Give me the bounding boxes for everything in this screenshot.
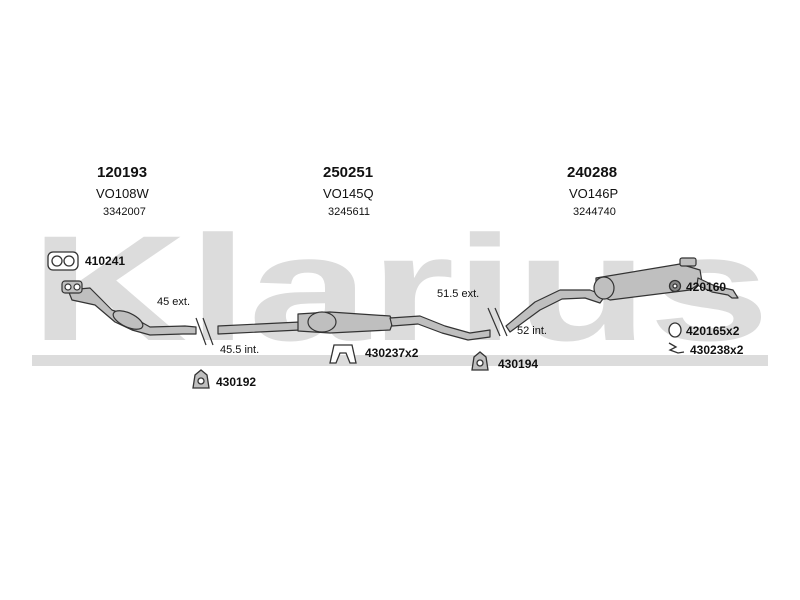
joint-line (487, 307, 501, 337)
joint-line (202, 317, 214, 346)
section-code: VO146P (569, 186, 619, 201)
middle-silencer-end (307, 311, 337, 333)
rubber-mount-icon (192, 369, 210, 389)
rubber-mount-icon (471, 351, 489, 371)
accessory-label: 430237x2 (365, 346, 419, 360)
rear-tailpipe (696, 277, 739, 299)
accessory-label: 410241 (85, 254, 126, 268)
part-number: 250251 (323, 164, 374, 181)
middle-pipe (217, 321, 301, 335)
accessory-label: 430238x2 (690, 343, 744, 357)
spring-icon (668, 342, 685, 354)
dimension-label: 45 ext. (157, 296, 191, 308)
oem-number: 3342007 (103, 206, 146, 218)
dimension-label: 51.5 ext. (437, 288, 480, 300)
nut-icon (668, 279, 682, 293)
front-box (112, 310, 144, 330)
accessory-label: 430192 (216, 375, 257, 389)
joint-line (195, 317, 207, 346)
part-number: 240288 (567, 164, 618, 181)
part-number: 120193 (97, 164, 148, 181)
section-code: VO108W (96, 186, 149, 201)
accessory-label: 420160 (686, 280, 727, 294)
rear-hanger (679, 257, 697, 267)
bracket-icon (329, 344, 357, 364)
middle-tailpipe (389, 315, 491, 341)
section-code: VO145Q (323, 186, 374, 201)
watermark-bar (32, 355, 768, 366)
oem-number: 3245611 (328, 206, 371, 218)
oem-number: 3244740 (573, 206, 616, 218)
joint-line (494, 307, 508, 337)
accessory-label: 430194 (498, 357, 539, 371)
dimension-label: 52 int. (517, 325, 547, 337)
accessory-label: 420165x2 (686, 324, 740, 338)
dimension-label: 45.5 int. (220, 344, 260, 356)
gasket-icon (47, 251, 79, 271)
ring-icon (668, 322, 682, 338)
rear-silencer-end (593, 276, 615, 300)
